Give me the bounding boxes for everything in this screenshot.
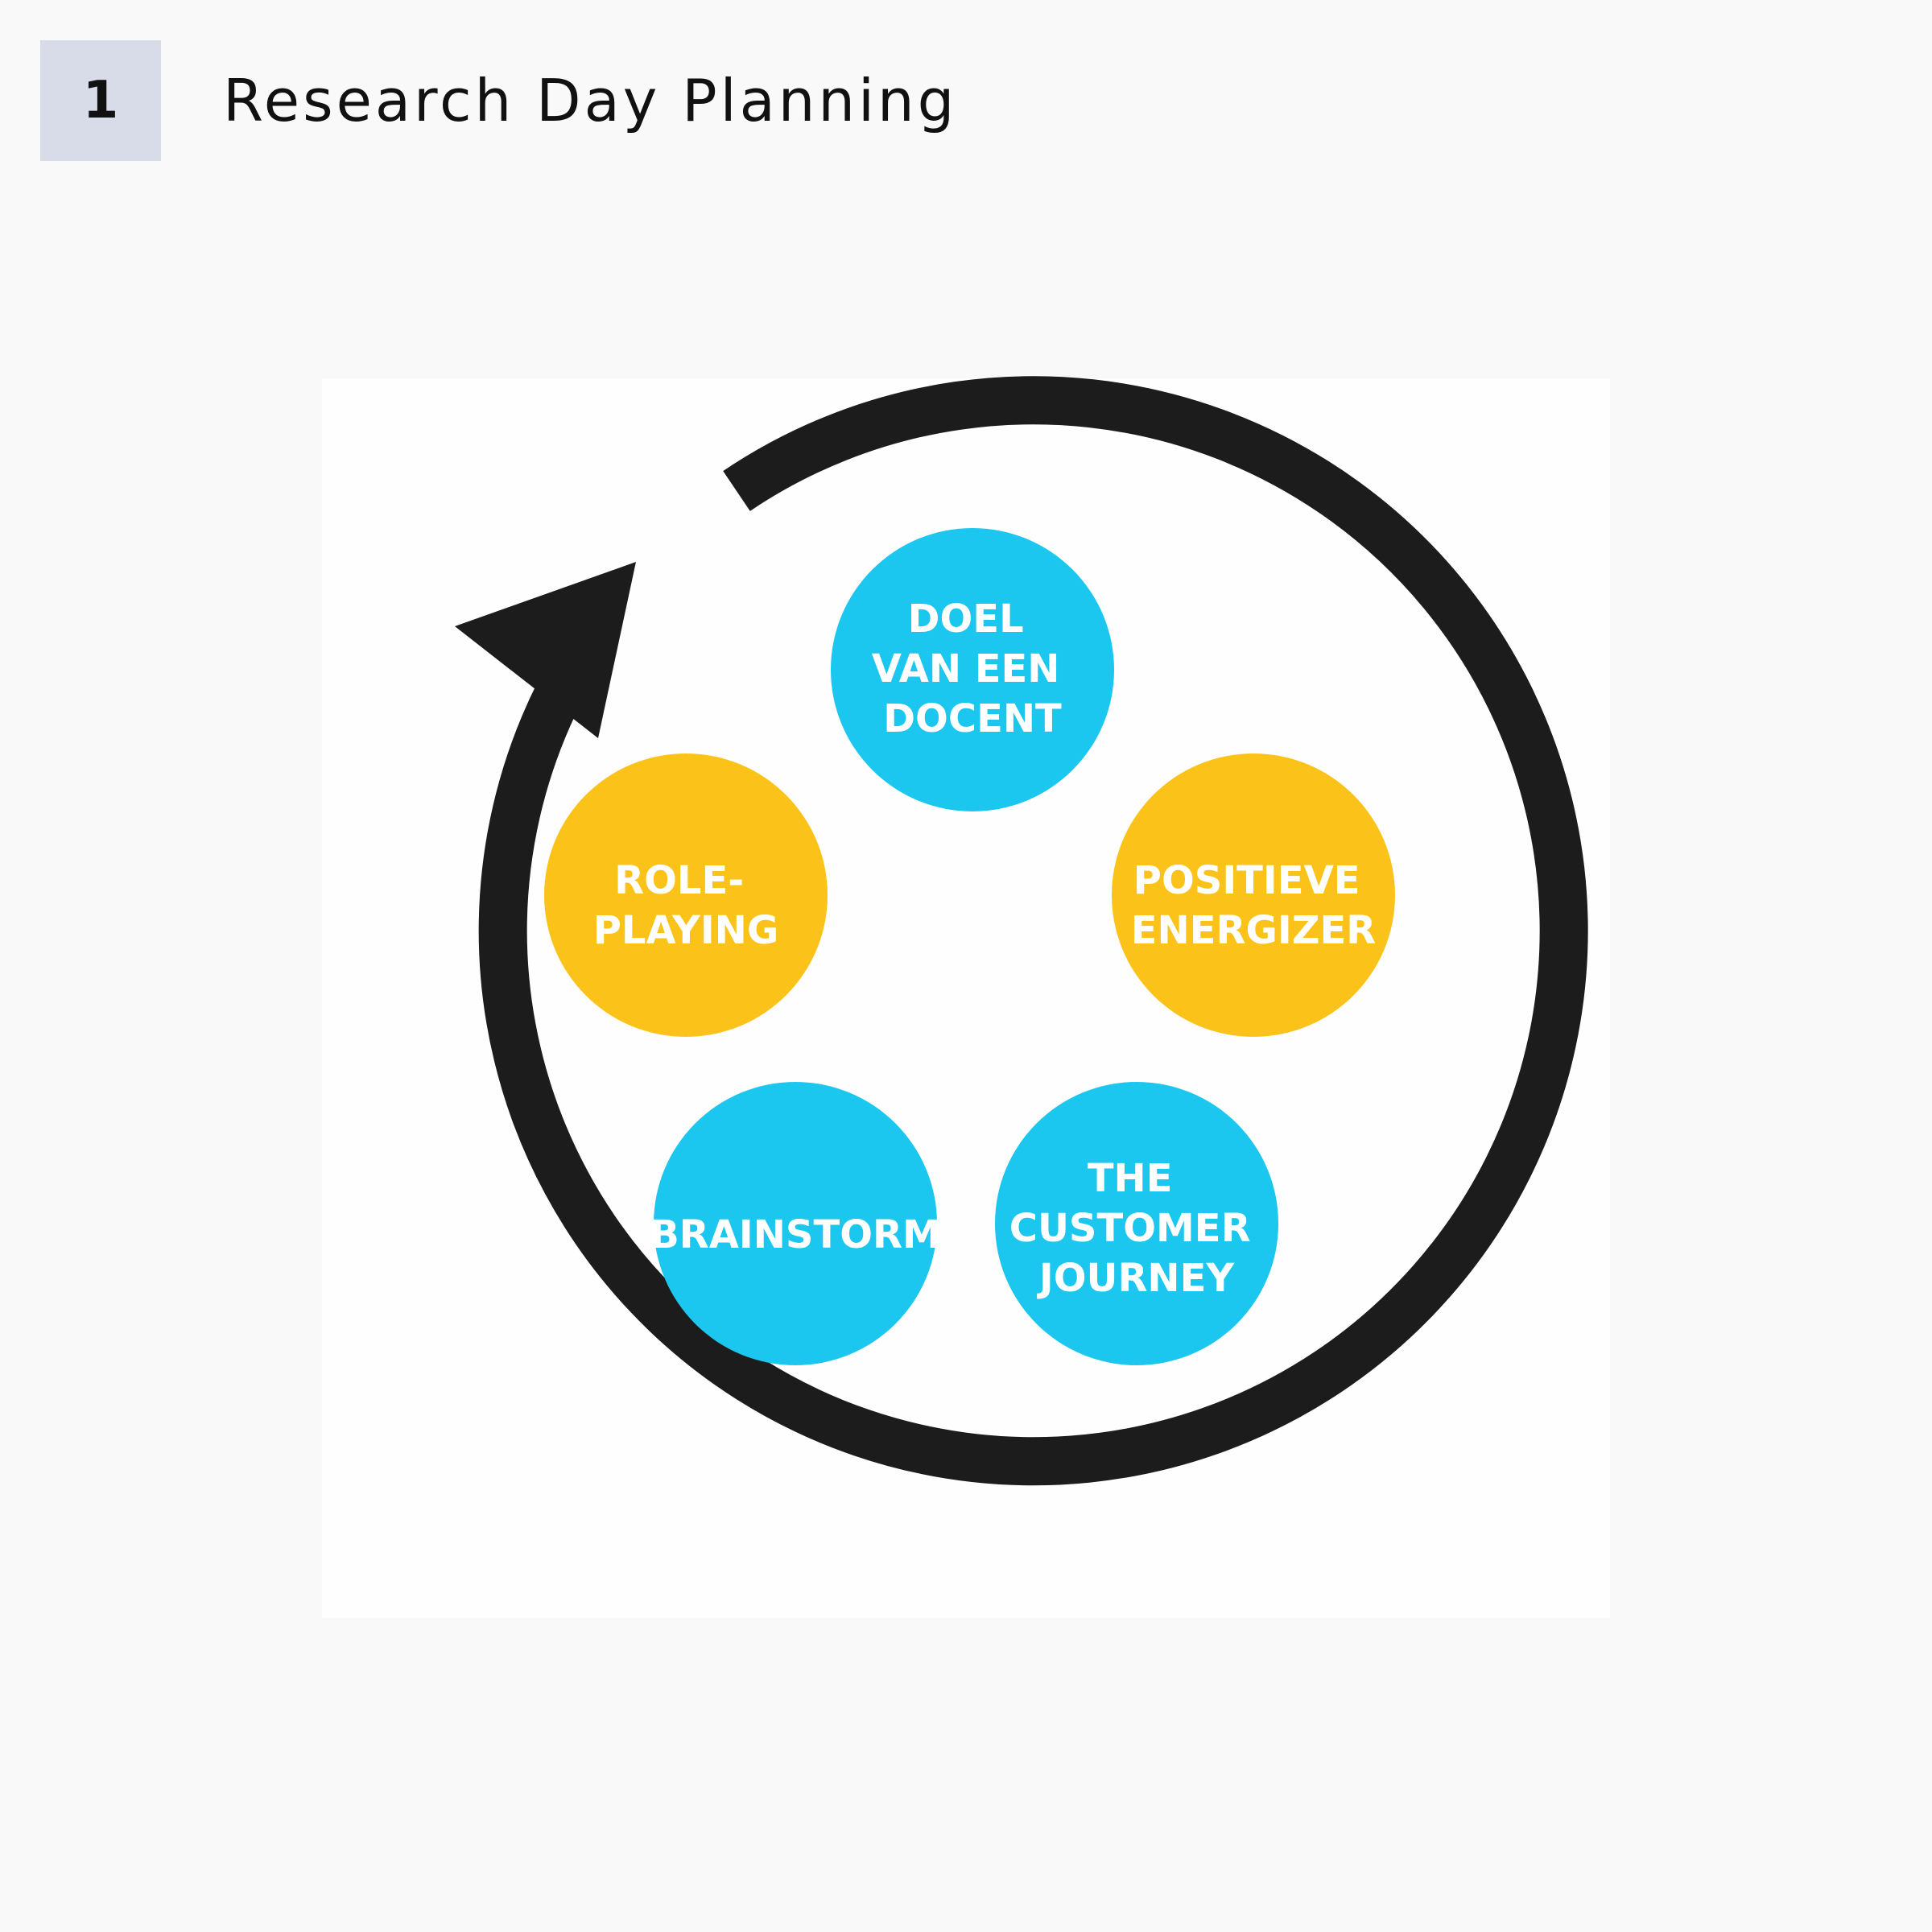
node-roleplaying-label: ROLE- PLAYING <box>593 858 779 953</box>
node-customer-label-line: JOURNEY <box>1037 1256 1236 1301</box>
node-positieve-label: POSITIEVE ENERGIZER <box>1131 858 1377 953</box>
node-doel-label: DOEL VAN EEN DOCENT <box>872 597 1073 741</box>
node-doel-label-line: DOEL <box>908 597 1024 642</box>
header: 1 Research Day Planning <box>40 40 957 161</box>
node-positieve-label-line: ENERGIZER <box>1131 908 1377 953</box>
node-customer: THE CUSTOMER JOURNEY <box>995 1082 1278 1365</box>
node-doel: DOEL VAN EEN DOCENT <box>831 528 1114 811</box>
cycle-arrow-head-icon <box>455 562 636 738</box>
page-title: Research Day Planning <box>223 67 958 134</box>
node-doel-label-line: VAN EEN <box>872 646 1060 691</box>
node-brainstorm-label: BRAINSTORM <box>650 1212 941 1257</box>
node-positieve: POSITIEVE ENERGIZER <box>1112 753 1395 1037</box>
node-brainstorm: BRAINSTORM <box>650 1082 941 1365</box>
node-brainstorm-circle <box>654 1082 937 1365</box>
node-positieve-label-line: POSITIEVE <box>1133 858 1360 903</box>
node-roleplaying-label-line: PLAYING <box>593 908 779 953</box>
node-customer-label: THE CUSTOMER JOURNEY <box>1009 1156 1265 1301</box>
node-roleplaying-circle <box>544 753 828 1037</box>
node-doel-circle <box>831 528 1114 811</box>
node-roleplaying: ROLE- PLAYING <box>544 753 828 1037</box>
node-brainstorm-label-line: BRAINSTORM <box>650 1212 941 1257</box>
cycle-arrow-ring <box>478 376 1588 1486</box>
node-customer-circle <box>995 1082 1278 1365</box>
node-customer-label-line: CUSTOMER <box>1009 1206 1251 1251</box>
step-number-badge: 1 <box>40 40 161 161</box>
node-doel-label-line: DOCENT <box>883 696 1062 741</box>
node-positieve-circle <box>1112 753 1395 1037</box>
node-customer-label-line: THE <box>1088 1156 1173 1201</box>
node-roleplaying-label-line: ROLE- <box>614 858 744 903</box>
